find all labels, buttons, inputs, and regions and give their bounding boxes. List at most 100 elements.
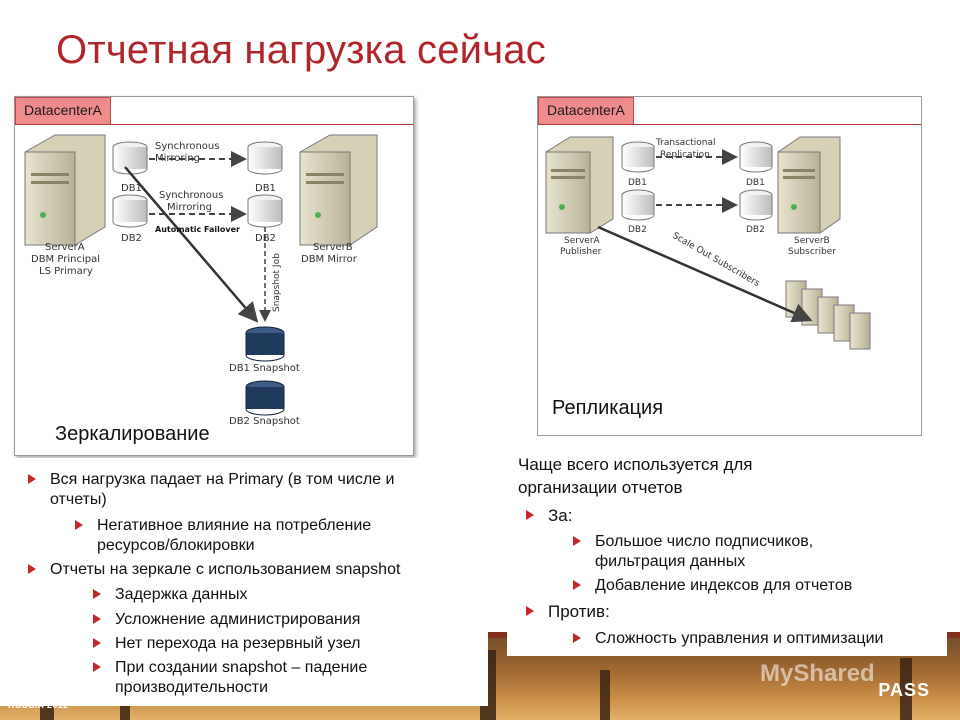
transactional-label: Transactional bbox=[655, 138, 716, 148]
replication-notes: Чаще всего используется для организации … bbox=[507, 448, 947, 656]
replication-caption: Репликация bbox=[552, 397, 664, 419]
watermark: MyShared bbox=[760, 660, 875, 687]
db1-snapshot-icon bbox=[245, 326, 285, 362]
db1-a-label: DB1 bbox=[121, 183, 142, 194]
db1-a-icon bbox=[112, 141, 148, 175]
bullet-text: Усложнение администрирования bbox=[115, 611, 361, 628]
datacenter-rule-right bbox=[538, 124, 921, 125]
datacenter-tab-left: DatacenterA bbox=[15, 97, 111, 125]
mirroring-label-2: Mirroring bbox=[167, 202, 212, 213]
sub-bullet-report-indexes: Добавление индексов для отчетов bbox=[573, 576, 853, 596]
db2-subscriber-label: DB2 bbox=[746, 225, 765, 235]
db1-subscriber-label: DB1 bbox=[746, 178, 765, 188]
bullet-text: Негативное влияние на потребление bbox=[97, 517, 372, 534]
scale-out-label: Scale Out Subscribers bbox=[671, 231, 762, 289]
bullet-arrow-icon bbox=[573, 536, 581, 546]
subscriber-server-label-1: ServerB bbox=[794, 236, 830, 246]
bullet-text: Вся нагрузка падает на Primary (в том чи… bbox=[50, 471, 395, 488]
server-a-label-2: DBM Principal bbox=[31, 254, 100, 265]
sub-bullet-data-delay: Задержка данных bbox=[93, 585, 248, 605]
db2-snapshot-icon bbox=[245, 380, 285, 416]
mirroring-caption: Зеркалирование bbox=[55, 423, 210, 445]
snapshot-job-label: Snapshot Job bbox=[272, 253, 282, 312]
bullet-arrow-icon bbox=[573, 633, 581, 643]
sub-bullet-many-subscribers-cont: фильтрация данных bbox=[595, 553, 746, 570]
bullet-arrow-icon bbox=[28, 474, 36, 484]
sync-label-1: Synchronous bbox=[155, 141, 219, 152]
sub-bullet-management-complexity: Сложность управления и оптимизации bbox=[573, 629, 883, 649]
sub-bullet-negative-impact: Негативное влияние на потребление bbox=[75, 516, 372, 536]
db2-b-icon bbox=[247, 194, 283, 228]
bullet-arrow-icon bbox=[526, 606, 534, 616]
bullet-pros: За: bbox=[526, 506, 572, 526]
server-b-label-1: ServerB bbox=[313, 242, 353, 253]
db1-publisher-label: DB1 bbox=[628, 178, 647, 188]
replication-diagram-graphic: Transactional Replication DB1 DB2 DB1 DB… bbox=[545, 136, 871, 350]
sub-bullet-snapshot-perf-cont: производительности bbox=[115, 679, 269, 696]
replication-diagram: Transactional Replication DB1 DB2 DB1 DB… bbox=[537, 96, 922, 436]
db1-publisher-icon bbox=[621, 141, 655, 173]
publisher-server-icon bbox=[545, 136, 614, 234]
server-b-label-2: DBM Mirror bbox=[301, 254, 358, 265]
datacenter-rule-left bbox=[15, 124, 413, 125]
sub-bullet-negative-impact-cont: ресурсов/блокировки bbox=[97, 537, 255, 554]
footer-tower bbox=[900, 658, 912, 720]
db1-b-icon bbox=[247, 141, 283, 175]
bullet-arrow-icon bbox=[93, 614, 101, 624]
publisher-server-label-2: Publisher bbox=[560, 247, 602, 257]
db1-subscriber-icon bbox=[739, 141, 773, 173]
datacenter-tab-right: DatacenterA bbox=[538, 97, 634, 125]
bullet-text: Большое число подписчиков, bbox=[595, 533, 814, 550]
publisher-server-label-1: ServerA bbox=[564, 236, 601, 246]
bullet-text: При создании snapshot – падение bbox=[115, 659, 368, 676]
db2-publisher-label: DB2 bbox=[628, 225, 647, 235]
bullet-arrow-icon bbox=[28, 564, 36, 574]
bullet-cons: Против: bbox=[526, 602, 610, 622]
bullet-arrow-icon bbox=[75, 520, 83, 530]
sub-bullet-admin-complexity: Усложнение администрирования bbox=[93, 610, 361, 630]
mirroring-diagram: Synchronous Mirroring Synchronous Mirror… bbox=[14, 96, 414, 456]
bullet-text: Задержка данных bbox=[115, 586, 248, 603]
bullet-mirror-reports: Отчеты на зеркале с использованием snaps… bbox=[28, 560, 401, 580]
mirroring-notes: Вся нагрузка падает на Primary (в том чи… bbox=[0, 458, 488, 706]
db2-subscriber-icon bbox=[739, 189, 773, 221]
sub-bullet-many-subscribers: Большое число подписчиков, bbox=[573, 532, 814, 552]
bullet-text: Против: bbox=[548, 602, 610, 621]
db2-publisher-icon bbox=[621, 189, 655, 221]
bullet-primary-load: Вся нагрузка падает на Primary (в том чи… bbox=[28, 470, 395, 490]
footer-logo: PASS bbox=[878, 680, 930, 700]
server-a-label-3: LS Primary bbox=[39, 266, 93, 277]
server-a-icon bbox=[24, 134, 106, 246]
replication-label: Replication bbox=[660, 150, 710, 160]
sync-label-2: Synchronous bbox=[159, 190, 223, 201]
db1-b-label: DB1 bbox=[255, 183, 276, 194]
db2-a-icon bbox=[112, 194, 148, 228]
subscriber-server-label-2: Subscriber bbox=[788, 247, 836, 257]
bullet-primary-load-cont: отчеты) bbox=[50, 491, 107, 508]
db2-a-label: DB2 bbox=[121, 233, 142, 244]
sub-bullet-snapshot-perf: При создании snapshot – падение bbox=[93, 658, 368, 678]
slide-title: Отчетная нагрузка сейчас bbox=[56, 28, 546, 72]
mirroring-label-1: Mirroring bbox=[155, 153, 200, 164]
db1-snapshot-label: DB1 Snapshot bbox=[229, 363, 300, 374]
subscriber-server-icon bbox=[777, 136, 841, 234]
replication-intro: Чаще всего используется для bbox=[518, 455, 753, 474]
footer-tower bbox=[600, 670, 610, 720]
mirroring-diagram-graphic: Synchronous Mirroring Synchronous Mirror… bbox=[24, 134, 378, 427]
replication-intro-cont: организации отчетов bbox=[518, 478, 683, 497]
bullet-text: Нет перехода на резервный узел bbox=[115, 635, 361, 652]
server-a-label-1: ServerA bbox=[45, 242, 85, 253]
bullet-arrow-icon bbox=[573, 580, 581, 590]
sub-bullet-no-failover: Нет перехода на резервный узел bbox=[93, 634, 361, 654]
bullet-arrow-icon bbox=[93, 662, 101, 672]
bullet-text: Отчеты на зеркале с использованием snaps… bbox=[50, 561, 401, 578]
bullet-arrow-icon bbox=[526, 510, 534, 520]
bullet-text: Добавление индексов для отчетов bbox=[595, 577, 853, 594]
bullet-arrow-icon bbox=[93, 589, 101, 599]
server-b-icon bbox=[299, 134, 378, 246]
scale-out-arrow bbox=[597, 225, 813, 323]
bullet-arrow-icon bbox=[93, 638, 101, 648]
failover-label: Automatic Failover bbox=[155, 225, 240, 234]
db2-snapshot-label: DB2 Snapshot bbox=[229, 416, 300, 427]
failover-arrow bbox=[124, 166, 259, 323]
